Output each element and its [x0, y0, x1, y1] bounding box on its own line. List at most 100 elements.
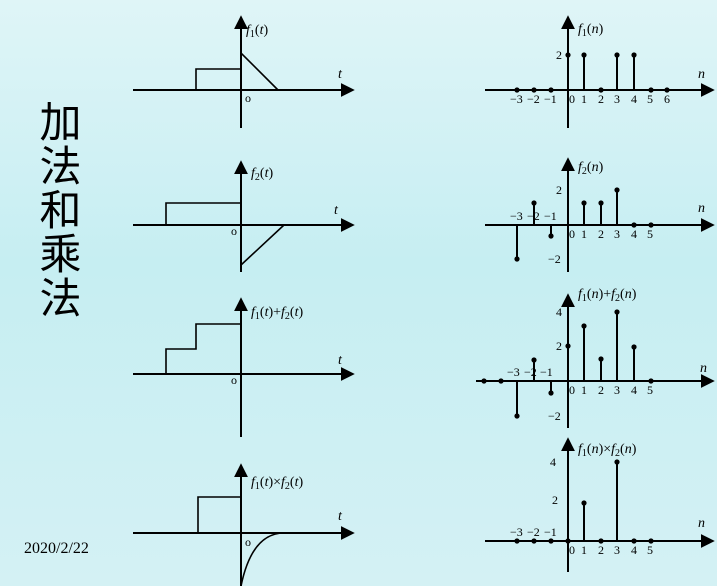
- continuous-panel-sum: f1(t)+f2(t) t o: [133, 297, 355, 437]
- sample-dot: [614, 309, 620, 315]
- n-tick-label: 5: [647, 383, 653, 397]
- sample-dot: [498, 378, 504, 384]
- n-tick-label: −1: [544, 209, 557, 223]
- sample-dot: [648, 378, 654, 384]
- n-tick-labels: −3 −2 −1 0 1 2 3 4 5 6: [510, 92, 670, 106]
- n-tick-label: −1: [544, 92, 557, 106]
- product-waveform-positive: [197, 496, 242, 533]
- n-tick-label: 5: [647, 92, 653, 106]
- product-sequence: [514, 459, 654, 544]
- sample-dot: [514, 256, 520, 262]
- n-tick-label: −2: [527, 525, 540, 539]
- origin-label: o: [245, 535, 251, 549]
- sum-label: f1(t)+f2(t): [251, 305, 303, 322]
- n-tick-label: 0: [569, 227, 575, 241]
- f2-waveform-positive: [165, 202, 242, 225]
- product-waveform-negative: [240, 532, 285, 586]
- n-axis-label: n: [698, 67, 705, 82]
- sample-dot: [531, 200, 537, 206]
- n-tick-labels: −3 −2 −1 0 1 2 3 4 5: [510, 209, 653, 241]
- sample-dot: [614, 52, 620, 58]
- origin-label: o: [245, 91, 251, 105]
- f1n-label: f1(n): [578, 22, 604, 39]
- n-tick-label: 4: [631, 383, 637, 397]
- sample-dot: [598, 87, 604, 93]
- n-tick-label: 3: [614, 543, 620, 557]
- sample-dot: [581, 200, 587, 206]
- continuous-panel-f1: f1(t) t o: [133, 15, 355, 128]
- n-tick-label: 1: [581, 383, 587, 397]
- n-tick-label: −3: [510, 525, 523, 539]
- sample-dot: [581, 52, 587, 58]
- n-tick-label: 4: [631, 227, 637, 241]
- n-tick-label: 1: [581, 92, 587, 106]
- n-axis-label: n: [700, 361, 707, 376]
- sample-dot: [581, 323, 587, 329]
- n-tick-label: −2: [524, 365, 537, 379]
- n-tick-label: 2: [598, 227, 604, 241]
- n-tick-label: 3: [614, 383, 620, 397]
- origin-label: o: [231, 224, 237, 238]
- sample-dot: [565, 343, 571, 349]
- sample-dot: [648, 538, 654, 544]
- t-axis-label: t: [338, 509, 343, 524]
- n-tick-label: 5: [647, 543, 653, 557]
- y-tick-label: −2: [548, 252, 561, 266]
- n-axis-label: n: [698, 201, 705, 216]
- continuous-panel-product: f1(t)×f2(t) t o: [133, 463, 355, 586]
- slide-date: 2020/2/22: [24, 540, 89, 557]
- n-tick-label: 2: [598, 383, 604, 397]
- n-tick-label: 1: [581, 227, 587, 241]
- origin-label: o: [231, 373, 237, 387]
- sample-dot: [664, 87, 670, 93]
- y-tick-label: −2: [548, 409, 561, 423]
- sample-dot: [598, 356, 604, 362]
- sample-dot: [631, 538, 637, 544]
- discrete-panel-sum: f1(n)+f2(n) n 4 2 −2 −3 −2 −1 0 1 2 3 4 …: [476, 287, 715, 428]
- continuous-panel-f2: f2(t) t o: [133, 160, 355, 272]
- sample-dot: [598, 200, 604, 206]
- sample-dot: [514, 87, 520, 93]
- sample-dot: [598, 538, 604, 544]
- n-tick-label: −3: [510, 92, 523, 106]
- sample-dot: [548, 87, 554, 93]
- sample-dot: [514, 538, 520, 544]
- sample-dot: [531, 87, 537, 93]
- y-tick-label: 4: [550, 455, 556, 469]
- n-tick-label: −2: [527, 209, 540, 223]
- sample-dot: [548, 538, 554, 544]
- sample-dot: [614, 187, 620, 193]
- f2-sequence: [514, 187, 654, 262]
- n-tick-label: 0: [569, 92, 575, 106]
- sum-waveform: [165, 323, 241, 374]
- t-axis-label: t: [334, 203, 339, 218]
- n-tick-label: −1: [540, 365, 553, 379]
- f1-label: f1(t): [246, 23, 268, 40]
- slide-title: 加法和乘法: [33, 100, 82, 320]
- t-axis-label: t: [338, 353, 343, 368]
- f2n-label: f2(n): [578, 160, 604, 177]
- sample-dot: [481, 378, 487, 384]
- n-tick-label: 0: [569, 383, 575, 397]
- n-tick-label: 3: [614, 227, 620, 241]
- n-tick-label: −1: [544, 525, 557, 539]
- n-tick-label: 4: [631, 92, 637, 106]
- discrete-panel-f1: f1(n) n 2 −3 −2 −1 0 1 2 3 4 5 6: [485, 15, 715, 128]
- sample-dot: [548, 390, 554, 396]
- y-tick-label: 2: [556, 183, 562, 197]
- sample-dot: [514, 413, 520, 419]
- sample-dot: [648, 87, 654, 93]
- discrete-panel-f2: f2(n) n 2 −2 −3 −2 −1 0 1 2 3 4 5: [485, 157, 715, 272]
- sum-sequence: [481, 309, 654, 419]
- y-tick-label: 2: [556, 48, 562, 62]
- product-label: f1(t)×f2(t): [251, 475, 303, 492]
- y-tick-label: 2: [552, 493, 558, 507]
- f2-label: f2(t): [251, 166, 273, 183]
- sample-dot: [581, 500, 587, 506]
- n-tick-label: 6: [664, 92, 670, 106]
- t-axis-label: t: [338, 67, 343, 82]
- n-tick-labels: −3 −2 −1 0 1 2 3 4 5: [507, 365, 653, 397]
- n-tick-label: 1: [581, 543, 587, 557]
- sample-dot: [648, 222, 654, 228]
